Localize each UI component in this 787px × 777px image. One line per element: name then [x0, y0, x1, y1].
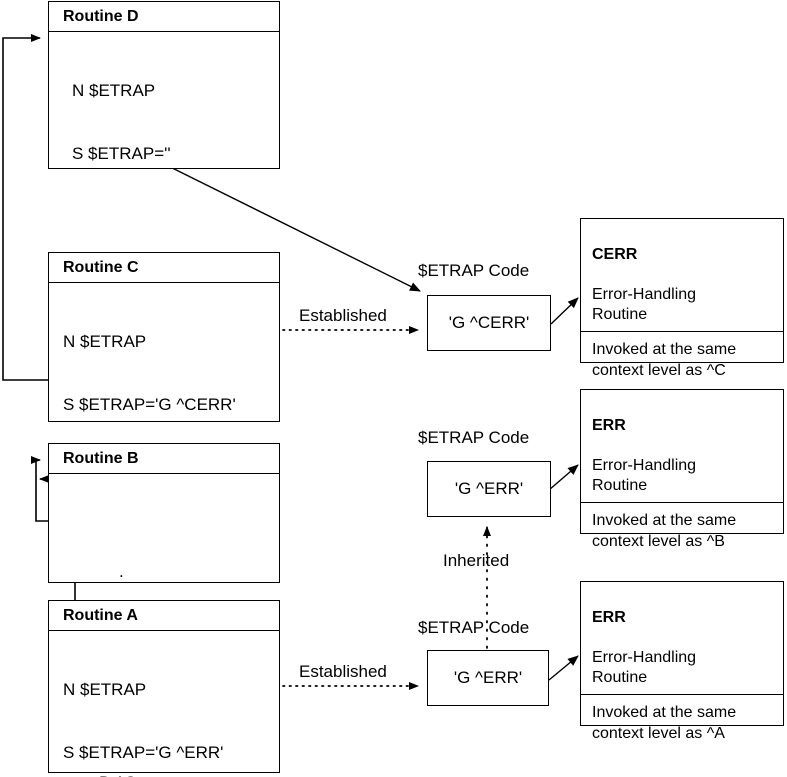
routine-box-routine-b[interactable]: Routine B . . . D ^C . . .: [48, 443, 280, 777]
routine-code-line: N $ETRAP: [63, 680, 147, 699]
handler-box-err-a[interactable]: ERR Error-Handling Routine Invoked at th…: [580, 581, 784, 742]
edge-err-code-mid-to-handler: [548, 464, 579, 491]
routine-code-line: S $ETRAP='G ^CERR': [63, 395, 236, 414]
routine-code-line: N $ETRAP: [72, 81, 156, 100]
edge-label-established-a: Established: [299, 662, 387, 681]
etrap-code-box-cerr[interactable]: 'G ^CERR': [427, 295, 551, 351]
etrap-code-caption-err-bottom: $ETRAP Code: [418, 618, 530, 637]
handler-name-cerr: CERR: [592, 246, 638, 263]
handler-subtitle-err-b: Error-Handling Routine: [592, 457, 697, 494]
handler-name-err-b: ERR: [592, 417, 626, 434]
routine-box-routine-a[interactable]: Routine A N $ETRAP S $ETRAP='G ^ERR' . .…: [48, 600, 280, 773]
routine-body-routine-a: N $ETRAP S $ETRAP='G ^ERR' . . . D ^B: [49, 631, 279, 777]
routine-header-routine-d: Routine D: [49, 2, 279, 32]
edge-err-code-bottom-to-handler: [548, 655, 579, 681]
handler-box-err-b[interactable]: ERR Error-Handling Routine Invoked at th…: [580, 389, 784, 550]
handler-title-err-b: ERR Error-Handling Routine: [581, 390, 783, 503]
routine-box-routine-d[interactable]: Routine D N $ETRAP S $ETRAP='' . . . Err…: [48, 1, 280, 481]
handler-note-err-b: Invoked at the same context level as ^B: [592, 512, 737, 550]
handler-title-err-a: ERR Error-Handling Routine: [581, 582, 783, 695]
etrap-code-caption-cerr: $ETRAP Code: [418, 261, 530, 280]
routine-code-line: S $ETRAP='': [72, 144, 171, 163]
routine-header-routine-b: Routine B: [49, 444, 279, 474]
edge-cerr-code-to-handler: [550, 297, 579, 325]
handler-subtitle-cerr: Error-Handling Routine: [592, 286, 697, 323]
handler-note-err-a: Invoked at the same context level as ^A: [592, 704, 737, 742]
routine-code-line: N $ETRAP: [63, 332, 147, 351]
routine-mid-line: D ^C: [59, 767, 279, 777]
handler-box-cerr[interactable]: CERR Error-Handling Routine Invoked at t…: [580, 218, 784, 379]
routine-box-routine-c[interactable]: Routine C N $ETRAP S $ETRAP='G ^CERR' . …: [48, 252, 280, 733]
etrap-code-box-err-mid[interactable]: 'G ^ERR': [427, 461, 551, 517]
edge-c-calls-d: [2, 34, 49, 381]
edge-label-established-c: Established: [299, 306, 387, 325]
handler-note-cerr: Invoked at the same context level as ^C: [592, 341, 737, 379]
handler-name-err-a: ERR: [592, 609, 626, 626]
routine-header-routine-c: Routine C: [49, 253, 279, 283]
etrap-code-box-err-bottom[interactable]: 'G ^ERR': [427, 650, 549, 706]
handler-subtitle-err-a: Error-Handling Routine: [592, 649, 697, 686]
routine-code-line: S $ETRAP='G ^ERR': [63, 743, 224, 762]
routine-header-routine-a: Routine A: [49, 601, 279, 631]
handler-title-cerr: CERR Error-Handling Routine: [581, 219, 783, 332]
edge-label-inherited: Inherited: [443, 551, 510, 570]
etrap-code-caption-err-mid: $ETRAP Code: [418, 428, 530, 447]
